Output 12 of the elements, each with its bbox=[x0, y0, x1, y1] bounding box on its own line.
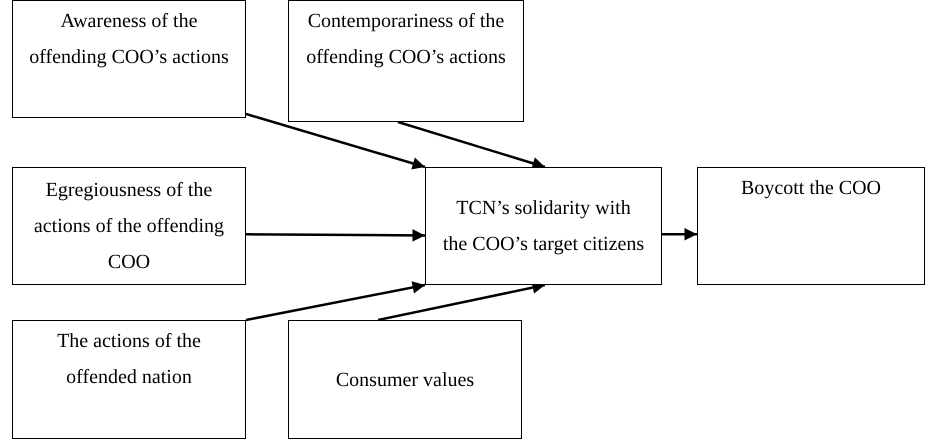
arrow bbox=[246, 281, 426, 322]
arrow bbox=[246, 112, 426, 170]
text-box: Consumer values bbox=[288, 320, 522, 439]
arrow bbox=[398, 120, 546, 170]
text-box: Boycott the COO bbox=[697, 167, 925, 285]
text-box: Egregiousness of the actions of the offending COO bbox=[12, 167, 246, 285]
text-box: Contemporariness of the offending COO’s actions bbox=[288, 0, 524, 122]
arrow bbox=[662, 228, 697, 240]
text-box: Awareness of the offending COO’s actions bbox=[12, 0, 246, 118]
text-box: TCN’s solidarity with the COO’s target citizens bbox=[425, 167, 662, 285]
arrow bbox=[246, 229, 425, 242]
text-box: The actions of the offended nation bbox=[12, 320, 246, 439]
